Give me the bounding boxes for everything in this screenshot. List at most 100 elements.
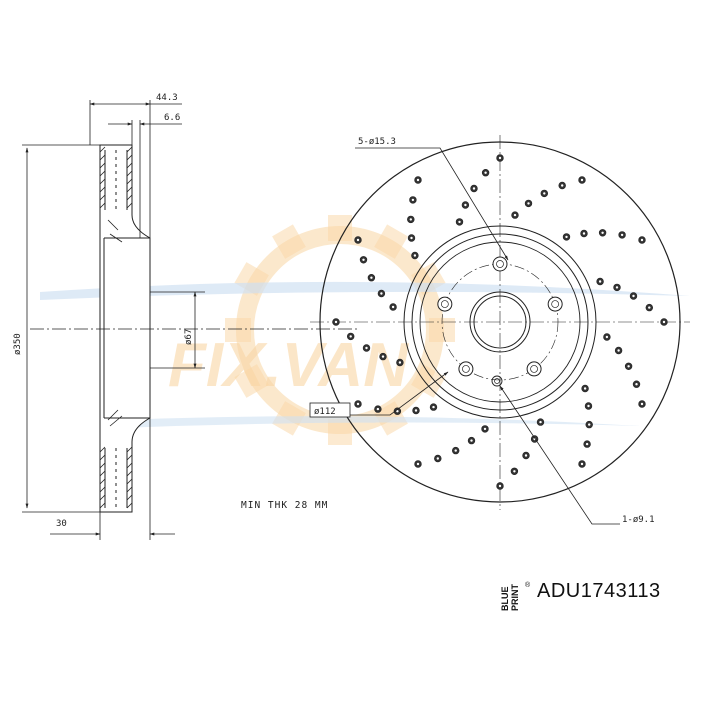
- gear-tooth: [234, 262, 269, 296]
- bolt-hole: [526, 361, 542, 377]
- pitch-circle-box: [309, 402, 351, 418]
- brand-line-2: PRINT: [510, 583, 520, 611]
- drill-hole-core: [582, 232, 586, 235]
- drill-hole-core: [458, 220, 461, 224]
- drill-hole-core: [640, 402, 644, 406]
- outer-diameter-label: ø350: [13, 333, 23, 355]
- drill-hole-core: [454, 449, 457, 452]
- bolt-hole: [458, 361, 474, 377]
- drill-hole-core: [565, 235, 568, 239]
- drill-hole-core: [632, 294, 635, 298]
- drill-hole-core: [580, 178, 584, 182]
- drill-hole-core: [498, 484, 502, 488]
- drill-hole-core: [365, 346, 368, 350]
- gear-tooth: [374, 224, 408, 259]
- drill-hole-core: [356, 238, 360, 242]
- drill-hole-core: [662, 320, 666, 324]
- drill-hole-core: [598, 280, 602, 283]
- hub-height-label: 30: [56, 519, 67, 529]
- watermark-swoosh: [40, 281, 690, 300]
- drill-hole-core: [416, 178, 420, 182]
- bolt-hole-inner: [462, 365, 470, 373]
- drill-hole-core: [615, 286, 619, 289]
- flange-thickness-label: 6.6: [164, 113, 180, 123]
- drill-hole-core: [470, 439, 473, 442]
- bolt-hole-inner: [551, 300, 560, 308]
- drill-hole-core: [411, 198, 415, 202]
- brand-logo: BLUE PRINT ®: [500, 581, 531, 611]
- drill-hole-core: [483, 427, 487, 431]
- drill-hole-core: [334, 320, 338, 324]
- drill-hole-core: [617, 349, 620, 352]
- drill-hole-core: [561, 184, 564, 187]
- registered-mark: ®: [525, 581, 531, 589]
- brand-line-1: BLUE: [500, 587, 510, 612]
- drill-hole-core: [648, 306, 651, 309]
- drill-hole-core: [605, 335, 609, 339]
- drill-hole-core: [580, 462, 584, 466]
- drill-hole-core: [640, 238, 644, 242]
- drill-hole-core: [472, 187, 476, 190]
- min-thickness-note: MIN THK 28 MM: [241, 500, 328, 511]
- drill-hole-core: [356, 402, 360, 406]
- drill-hole-core: [527, 202, 530, 205]
- drill-hole-core: [539, 420, 542, 424]
- bolt-holes-label: 5-ø15.3: [358, 137, 396, 147]
- watermark-swoosh-2: [120, 416, 640, 428]
- drill-hole-core: [588, 423, 591, 426]
- drill-hole-core: [627, 365, 630, 368]
- drill-hole-core: [635, 383, 638, 386]
- drill-hole-core: [413, 254, 417, 257]
- drill-hole-core: [583, 387, 587, 390]
- dimension-lines: [22, 100, 197, 540]
- drill-hole-core: [396, 410, 399, 413]
- bolt-hole-inner: [496, 260, 504, 268]
- drill-hole-core: [381, 355, 385, 358]
- gear-tooth: [328, 215, 352, 241]
- aux-hole-label: 1-ø9.1: [622, 515, 655, 525]
- drill-hole-core: [409, 218, 412, 221]
- bolt-holes: [437, 256, 563, 377]
- drill-hole-core: [362, 258, 365, 261]
- bolt-hole: [437, 296, 453, 312]
- front-center-lines: [310, 135, 690, 510]
- gear-tooth: [328, 419, 352, 445]
- cross-drill-holes: [332, 154, 668, 490]
- drill-hole-core: [410, 236, 413, 240]
- gear-tooth: [225, 318, 251, 342]
- drill-hole-core: [484, 171, 487, 174]
- gear-tooth: [411, 262, 446, 296]
- drill-hole-core: [416, 462, 420, 466]
- drill-hole-core: [524, 454, 528, 457]
- gear-tooth: [234, 364, 269, 398]
- side-section-view: [30, 144, 360, 513]
- drill-hole-core: [432, 405, 435, 409]
- drill-hole-core: [585, 442, 589, 446]
- gear-tooth: [411, 364, 446, 398]
- drill-hole-core: [391, 305, 395, 309]
- overall-width-label: 44.3: [156, 93, 178, 103]
- gear-tooth: [429, 318, 455, 342]
- bolt-hole-inner: [530, 365, 538, 373]
- drill-hole-core: [464, 203, 467, 207]
- drill-hole-core: [376, 407, 380, 411]
- drill-hole-core: [498, 156, 502, 160]
- drill-hole-core: [349, 335, 352, 338]
- drill-hole-core: [370, 276, 373, 279]
- front-view: [310, 135, 690, 510]
- gear-tooth: [272, 401, 306, 436]
- aux-hole-inner: [494, 378, 500, 384]
- bolt-hole: [547, 296, 563, 312]
- part-number: ADU1743113: [537, 580, 661, 602]
- watermark-gear-icon: [225, 215, 455, 445]
- drill-hole-core: [380, 292, 383, 295]
- pitch-circle-label: ø112: [314, 407, 336, 417]
- drill-hole-core: [620, 233, 624, 237]
- drill-hole-core: [587, 404, 590, 408]
- drill-hole-core: [436, 457, 439, 460]
- drill-hole-core: [543, 192, 546, 195]
- drill-hole-core: [398, 361, 402, 364]
- bolt-hole-inner: [440, 300, 449, 308]
- drill-hole-core: [513, 470, 516, 473]
